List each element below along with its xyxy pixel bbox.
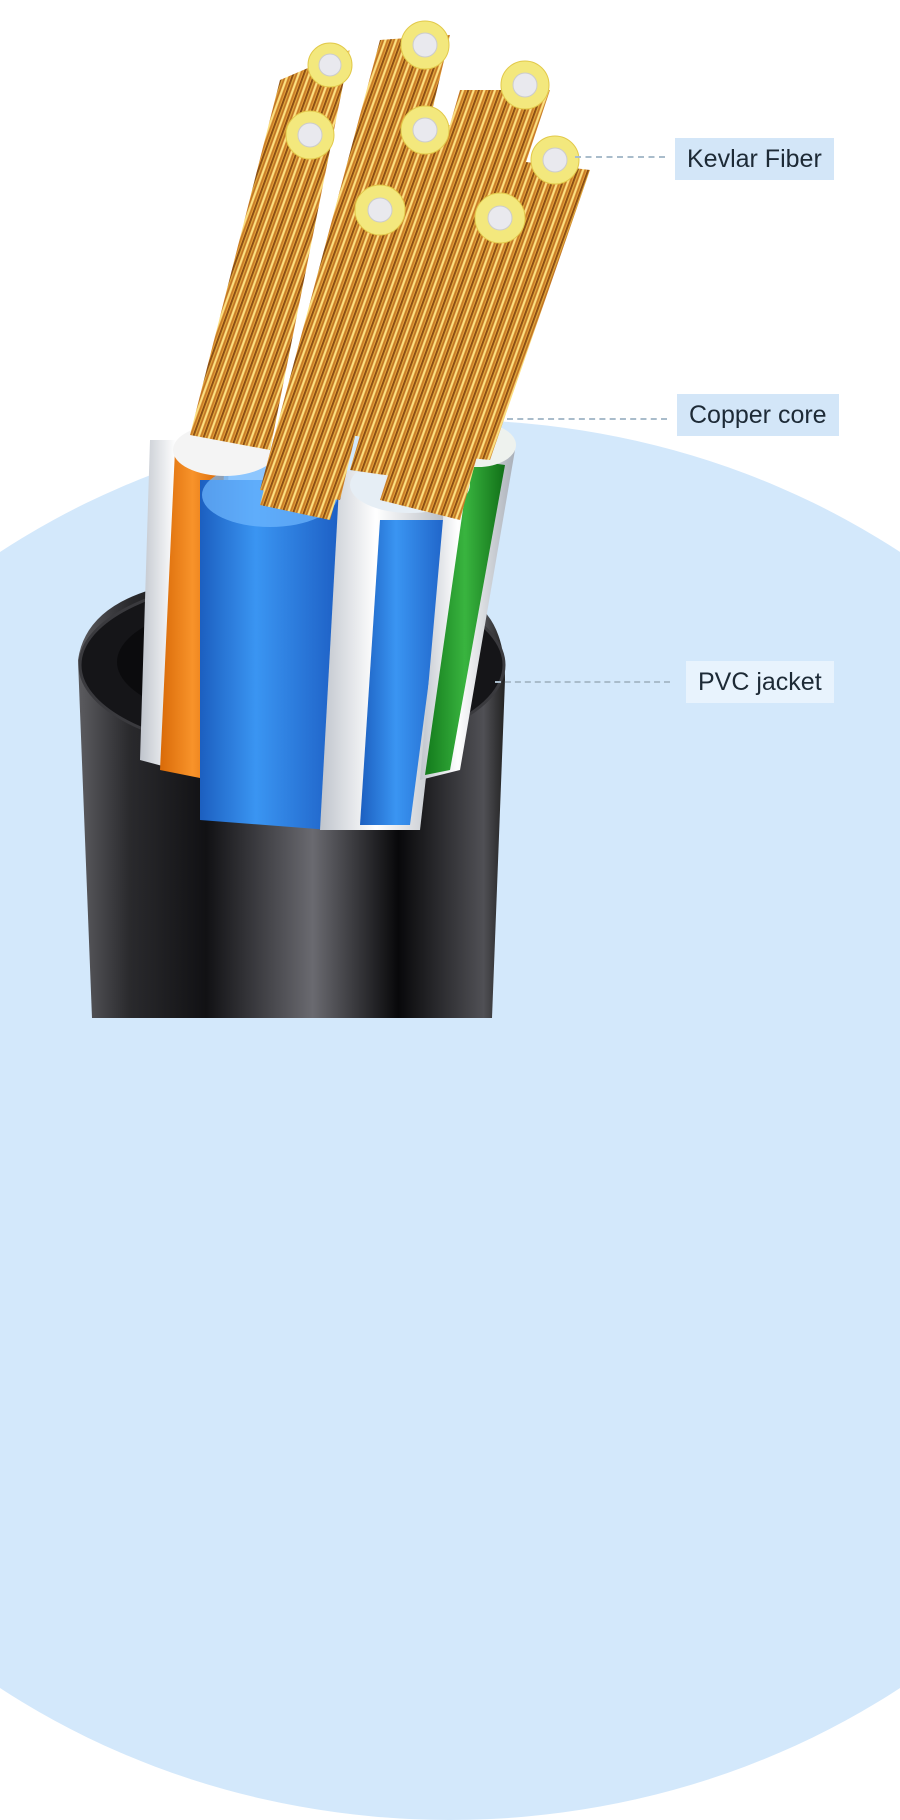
- label-copper-core: Copper core: [677, 394, 839, 436]
- label-pvc-jacket: PVC jacket: [686, 661, 834, 703]
- callout-line-copper: [507, 418, 667, 421]
- callout-line-pvc: [495, 681, 670, 684]
- cable-illustration: [78, 20, 590, 1018]
- kevlar-fiber: [285, 20, 580, 244]
- label-kevlar-fiber: Kevlar Fiber: [675, 138, 834, 180]
- callout-line-kevlar: [575, 156, 665, 159]
